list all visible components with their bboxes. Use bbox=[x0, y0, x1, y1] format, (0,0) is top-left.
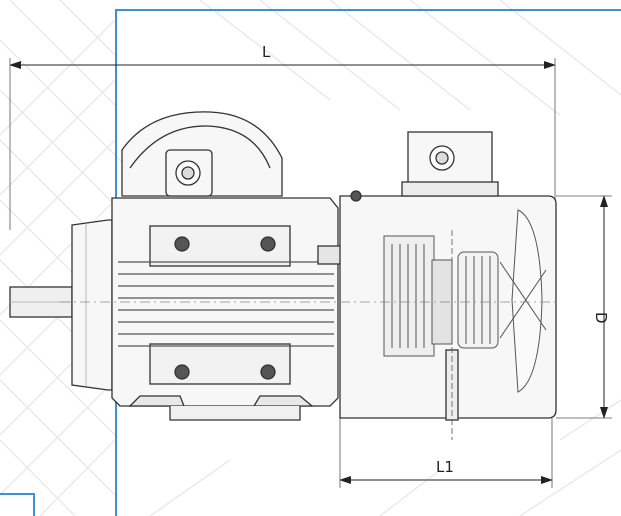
bolt bbox=[174, 236, 190, 252]
cooling-fan bbox=[499, 209, 547, 393]
dimension-d-label: D bbox=[592, 312, 610, 324]
bolt bbox=[260, 364, 276, 380]
dimension-l: L bbox=[9, 43, 556, 230]
brake-housing bbox=[339, 131, 557, 440]
dimension-d: D bbox=[556, 195, 612, 419]
bolt bbox=[260, 236, 276, 252]
front-flange bbox=[71, 219, 113, 391]
brake-lug bbox=[350, 190, 362, 202]
brake-disc bbox=[457, 251, 499, 349]
motor-foot bbox=[128, 395, 185, 407]
dimension-l1: L1 bbox=[339, 418, 553, 488]
dimension-l-label: L bbox=[262, 43, 271, 61]
cooling-fins bbox=[118, 261, 334, 347]
dimension-l1-label: L1 bbox=[436, 458, 454, 476]
bolt bbox=[174, 364, 190, 380]
motor-body bbox=[9, 111, 347, 421]
